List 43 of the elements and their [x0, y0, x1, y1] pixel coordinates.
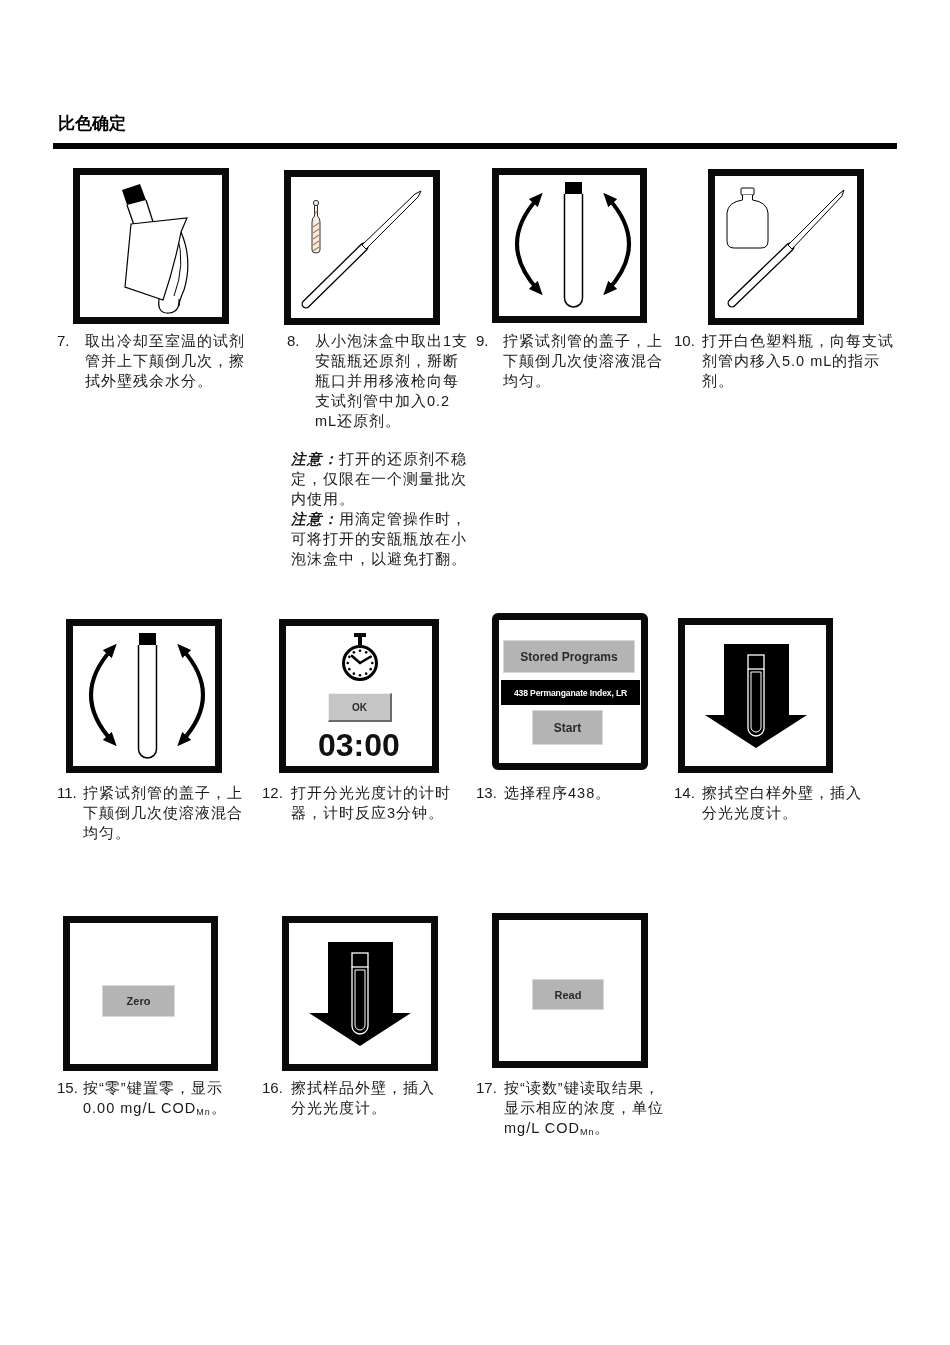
step-number: 10.	[674, 331, 695, 351]
illustration-frame	[282, 916, 438, 1071]
step-text: 取出冷却至室温的试剂管并上下颠倒几次，擦拭外壁残余水分。	[85, 332, 246, 391]
illustration-frame	[492, 168, 647, 323]
step-text: 按“读数”键读取结果，显示相应的浓度，单位mg/L COD$_{Mn}$。	[504, 1079, 665, 1138]
menu-button: Stored Programs	[503, 640, 635, 673]
read-button: Read	[532, 979, 604, 1010]
step-text: 拧紧试剂管的盖子，上下颠倒几次使溶液混合均匀。	[503, 332, 664, 391]
step-number: 9.	[476, 331, 489, 351]
step-text: 拧紧试剂管的盖子，上下颠倒几次使溶液混合均匀。	[83, 784, 244, 843]
screen-frame	[492, 913, 648, 1068]
step-text: 擦拭空白样外壁，插入分光光度计。	[702, 784, 863, 823]
illustration-frame	[678, 618, 833, 773]
step-number: 7.	[57, 331, 70, 351]
screen-frame	[279, 619, 439, 773]
zero-button: Zero	[102, 985, 175, 1017]
step-number: 17.	[476, 1078, 497, 1098]
step-text: 打开白色塑料瓶，向每支试剂管内移入5.0 mL的指示剂。	[702, 332, 895, 391]
screen-frame	[492, 613, 648, 770]
illustration-frame	[708, 169, 864, 325]
timer-display: 03:00	[318, 731, 400, 759]
start-button: Start	[532, 710, 603, 745]
screen-frame	[63, 916, 218, 1071]
section-heading: 比色确定	[58, 113, 126, 135]
step-text: 选择程序438。	[504, 784, 613, 803]
step-number: 14.	[674, 783, 695, 803]
ok-button: OK	[328, 693, 392, 722]
note-text: 注意：用滴定管操作时，可将打开的安瓿瓶放在小泡沫盒中，以避免打翻。	[291, 510, 468, 569]
note-text: 注意：打开的还原剂不稳定，仅限在一个测量批次内使用。	[291, 450, 468, 509]
step-text: 按“零”键置零，显示0.00 mg/L COD$_{Mn}$。	[83, 1079, 228, 1118]
selected-list-item: 438 Permanganate Index, LR	[501, 680, 640, 705]
step-number: 8.	[287, 331, 300, 351]
illustration-frame	[284, 170, 440, 325]
step-number: 12.	[262, 783, 283, 803]
step-text: 打开分光光度计的计时器，计时反应3分钟。	[291, 784, 452, 823]
illustration-frame	[66, 619, 222, 773]
step-text: 从小泡沫盒中取出1支安瓿瓶还原剂，掰断瓶口并用移液枪向每支试剂管中加入0.2 mL还原剂。	[315, 332, 470, 431]
illustration-frame	[73, 168, 229, 324]
step-number: 15.	[57, 1078, 78, 1098]
step-text: 擦拭样品外壁，插入分光光度计。	[291, 1079, 436, 1118]
step-number: 11.	[57, 783, 77, 803]
step-number: 16.	[262, 1078, 283, 1098]
step-number: 13.	[476, 783, 497, 803]
